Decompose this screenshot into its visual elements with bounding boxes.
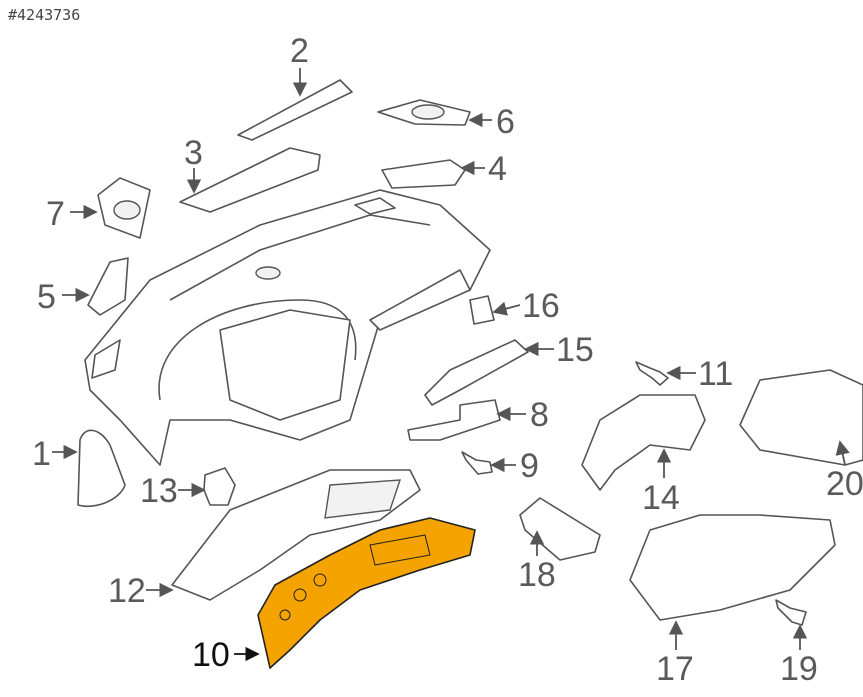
part-6 bbox=[377, 99, 471, 126]
dashboard-panel bbox=[84, 189, 491, 466]
callout-17: 17 bbox=[656, 650, 694, 688]
callout-15: 15 bbox=[556, 331, 594, 369]
part-8 bbox=[407, 399, 501, 441]
part-4 bbox=[381, 159, 466, 189]
part-11 bbox=[635, 361, 669, 386]
reference-number: #4243736 bbox=[8, 6, 81, 24]
callout-19: 19 bbox=[780, 650, 818, 688]
callout-3: 3 bbox=[184, 134, 203, 172]
callout-6: 6 bbox=[496, 103, 515, 141]
part-3 bbox=[179, 147, 321, 213]
callout-7: 7 bbox=[46, 195, 65, 233]
callout-5: 5 bbox=[37, 278, 56, 316]
part-15 bbox=[424, 339, 529, 406]
part-20 bbox=[739, 369, 863, 466]
callout-14: 14 bbox=[642, 479, 680, 517]
callout-13: 13 bbox=[140, 472, 178, 510]
callout-8: 8 bbox=[530, 396, 549, 434]
part-17 bbox=[629, 514, 836, 621]
callout-20: 20 bbox=[826, 465, 863, 503]
callout-16: 16 bbox=[522, 287, 560, 325]
part-9 bbox=[461, 451, 493, 475]
part-16 bbox=[469, 295, 495, 325]
part-2 bbox=[237, 79, 353, 141]
part-1 bbox=[77, 429, 126, 507]
part-5 bbox=[87, 257, 129, 316]
part-19 bbox=[775, 599, 807, 626]
part-14 bbox=[581, 394, 706, 491]
callout-18: 18 bbox=[518, 556, 556, 594]
callout-9: 9 bbox=[520, 447, 539, 485]
callout-10: 10 bbox=[192, 636, 230, 674]
part-7 bbox=[97, 177, 151, 239]
callout-11: 11 bbox=[698, 355, 733, 393]
callout-4: 4 bbox=[488, 150, 507, 188]
part-18 bbox=[519, 497, 601, 561]
part-10-highlighted bbox=[257, 517, 476, 669]
callout-2: 2 bbox=[290, 32, 309, 70]
callout-12: 12 bbox=[108, 572, 146, 610]
part-13 bbox=[203, 467, 236, 506]
part-12 bbox=[171, 469, 421, 601]
callout-1: 1 bbox=[32, 435, 51, 473]
